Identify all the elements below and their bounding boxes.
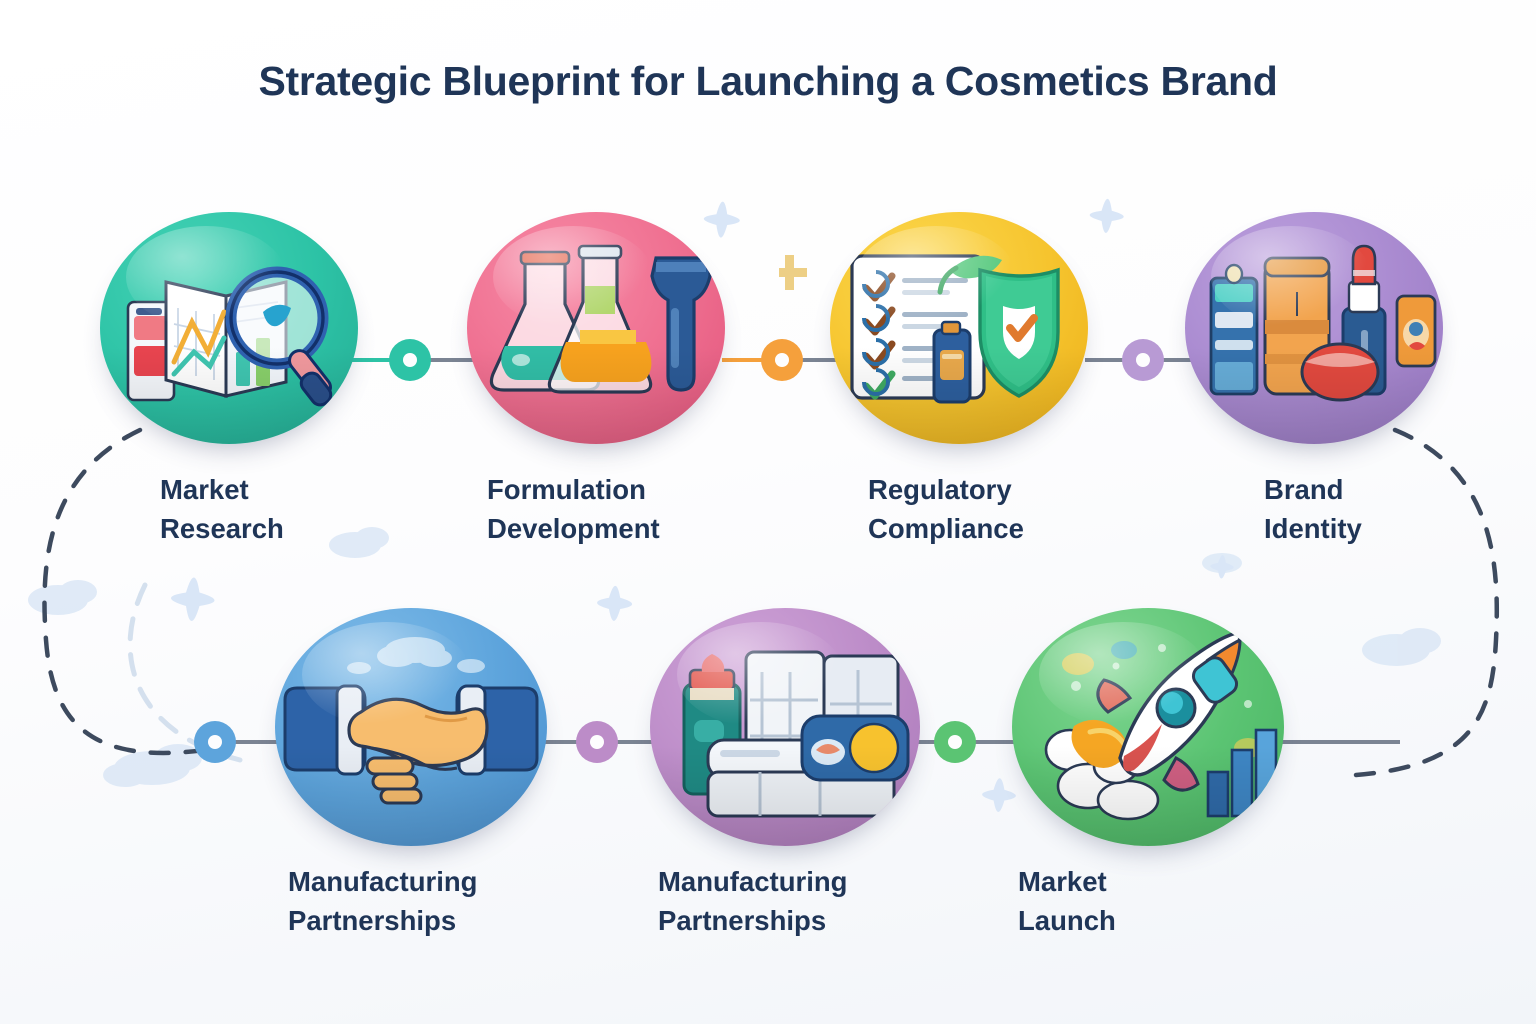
step-bubble-5[interactable] [275, 608, 547, 846]
bubble-highlight-4 [1210, 225, 1371, 328]
step-label-1: Market Research [160, 474, 284, 545]
bubble-highlight-6 [677, 622, 845, 727]
bubble-shadow-2 [467, 346, 725, 444]
step-bubble-2[interactable] [467, 212, 725, 444]
bubble-highlight-5 [302, 622, 471, 727]
cosmetic-products-icon [1209, 244, 1437, 402]
step-label-2: Formulation Development [487, 474, 660, 545]
bubble-highlight-1 [125, 225, 286, 328]
plus-marks [779, 255, 807, 290]
rocket-launch-icon [1044, 629, 1278, 821]
connector-dot-1[interactable] [389, 339, 431, 381]
connector-dot-6[interactable] [934, 721, 976, 763]
bubble-highlight-3 [855, 225, 1016, 328]
page-title: Strategic Blueprint for Launching a Cosm… [258, 58, 1278, 104]
step-bubble-3[interactable] [830, 212, 1088, 444]
connector-dot-5[interactable] [576, 721, 618, 763]
connector-dot-2[interactable] [761, 339, 803, 381]
bubble-highlight-2 [492, 225, 653, 328]
step-label-5: Manufacturing Partnerships [288, 866, 478, 937]
step-label-3: Regulatory Compliance [868, 474, 1024, 545]
step-label-7: Market Launch [1018, 866, 1116, 937]
bubble-highlight-7 [1039, 622, 1208, 727]
handshake-icon [283, 637, 539, 805]
loop-path-right [1337, 427, 1500, 779]
market-research-book-magnifier-icon [126, 266, 333, 407]
step-bubble-7[interactable] [1012, 608, 1284, 846]
bubble-shadow-3 [830, 346, 1088, 444]
bubble-shadow-7 [1012, 746, 1284, 846]
lab-flasks-icon [489, 244, 712, 394]
bubble-shadow-6 [650, 746, 920, 846]
bubble-shadow-5 [275, 746, 547, 846]
step-label-4: Brand Identity [1264, 474, 1362, 545]
connector-dot-4[interactable] [194, 721, 236, 763]
step-bubble-4[interactable] [1185, 212, 1443, 444]
step-bubble-6[interactable] [650, 608, 920, 846]
connector-dot-3[interactable] [1122, 339, 1164, 381]
factory-machinery-icon [682, 650, 910, 818]
step-bubble-1[interactable] [100, 212, 358, 444]
step-label-6: Manufacturing Partnerships [658, 866, 848, 937]
bubble-shadow-4 [1185, 346, 1443, 444]
bubble-shadow-1 [100, 346, 358, 444]
checklist-shield-icon [850, 254, 1060, 404]
